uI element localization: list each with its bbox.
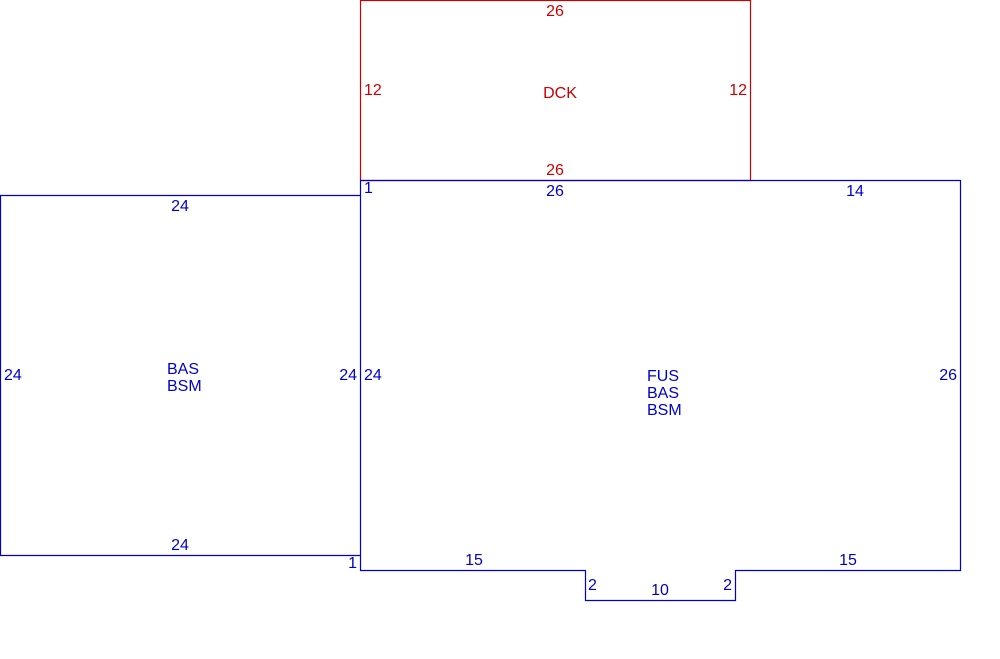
deck-area-label: DCK <box>543 85 577 102</box>
deck-dim-left: 12 <box>364 82 382 99</box>
left-dim-top: 24 <box>171 198 189 215</box>
left-dim-bottom: 24 <box>171 537 189 554</box>
deck-dim-bottom: 26 <box>546 162 564 179</box>
deck-dim-top: 26 <box>546 3 564 20</box>
main-area-label-2: BAS <box>647 385 679 402</box>
left-dim-bottom-step: 1 <box>348 555 357 572</box>
main-dim-notch-left: 2 <box>588 577 597 594</box>
main-dim-bottom-right: 15 <box>839 552 857 569</box>
main-area-label-1: FUS <box>647 368 679 385</box>
main-dim-notch-bottom: 10 <box>651 582 669 599</box>
main-dim-top-right: 14 <box>846 183 864 200</box>
deck-dim-right: 12 <box>729 82 747 99</box>
main-dim-top-left: 26 <box>546 183 564 200</box>
main-dim-left: 24 <box>364 367 382 384</box>
main-dim-bottom-left: 15 <box>465 552 483 569</box>
main-section-outline <box>359 179 962 602</box>
main-dim-notch-right: 2 <box>723 577 732 594</box>
left-dim-right: 24 <box>339 367 357 384</box>
main-area-label-3: BSM <box>647 402 682 419</box>
main-dim-right: 26 <box>939 367 957 384</box>
left-area-label-1: BAS <box>167 361 199 378</box>
left-section-outline <box>0 194 361 557</box>
left-area-label-2: BSM <box>167 378 202 395</box>
left-dim-left: 24 <box>4 367 22 384</box>
main-dim-top-left-step: 1 <box>364 180 373 197</box>
